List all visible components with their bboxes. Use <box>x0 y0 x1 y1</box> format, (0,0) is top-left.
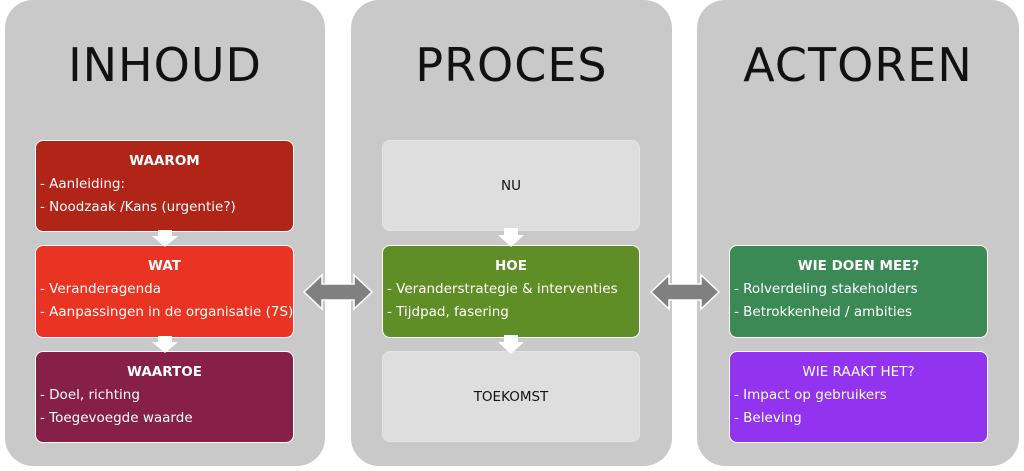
panel-title-proces: PROCES <box>415 38 608 92</box>
box-wat-head: WAT <box>148 258 181 274</box>
double-arrow-icon <box>302 273 374 311</box>
box-waartoe-head: WAARTOE <box>127 364 202 380</box>
panel-title-inhoud: INHOUD <box>68 38 262 92</box>
box-hoe-line-2: - Tijdpad, fasering <box>387 304 509 320</box>
box-hoe-line-1: - Veranderstrategie & interventies <box>387 281 618 297</box>
box-wie-raakt-het-line-1: - Impact op gebruikers <box>734 387 887 403</box>
box-waarom-line-1: - Aanleiding: <box>40 176 126 192</box>
down-arrow-icon <box>498 335 524 354</box>
box-waartoe: WAARTOE - Doel, richting - Toegevoegde w… <box>35 351 294 443</box>
box-wie-doen-mee-line-2: - Betrokkenheid / ambities <box>734 304 912 320</box>
box-wat: WAT - Veranderagenda - Aanpassingen in d… <box>35 245 294 338</box>
box-wie-doen-mee: WIE DOEN MEE? - Rolverdeling stakeholder… <box>729 245 988 338</box>
down-arrow-icon <box>498 228 524 247</box>
double-arrow-icon <box>649 273 721 311</box>
box-nu-head: NU <box>501 177 521 194</box>
box-waartoe-line-1: - Doel, richting <box>40 387 140 403</box>
box-waarom-head: WAAROM <box>129 153 200 169</box>
down-arrow-icon <box>152 336 178 353</box>
box-waarom-line-2: - Noodzaak /Kans (urgentie?) <box>40 199 236 215</box>
box-waarom: WAAROM - Aanleiding: - Noodzaak /Kans (u… <box>35 140 294 232</box>
box-toekomst-head: TOEKOMST <box>473 388 549 405</box>
box-hoe-head: HOE <box>495 258 527 274</box>
panel-title-actoren: ACTOREN <box>743 38 973 92</box>
box-wie-raakt-het-line-2: - Beleving <box>734 410 802 426</box>
box-hoe: HOE - Veranderstrategie & interventies -… <box>382 245 640 338</box>
box-wat-line-2: - Aanpassingen in de organisatie (7S) <box>40 304 294 320</box>
box-waartoe-line-2: - Toegevoegde waarde <box>40 410 193 426</box>
box-wat-line-1: - Veranderagenda <box>40 281 162 297</box>
box-wie-doen-mee-line-1: - Rolverdeling stakeholders <box>734 281 918 297</box>
box-wie-raakt-het: WIE RAAKT HET? - Impact op gebruikers - … <box>729 351 988 443</box>
box-wie-doen-mee-head: WIE DOEN MEE? <box>797 258 920 274</box>
box-wie-raakt-het-head: WIE RAAKT HET? <box>802 364 915 380</box>
box-toekomst: TOEKOMST <box>382 351 640 442</box>
down-arrow-icon <box>152 230 178 247</box>
box-nu: NU <box>382 140 640 231</box>
